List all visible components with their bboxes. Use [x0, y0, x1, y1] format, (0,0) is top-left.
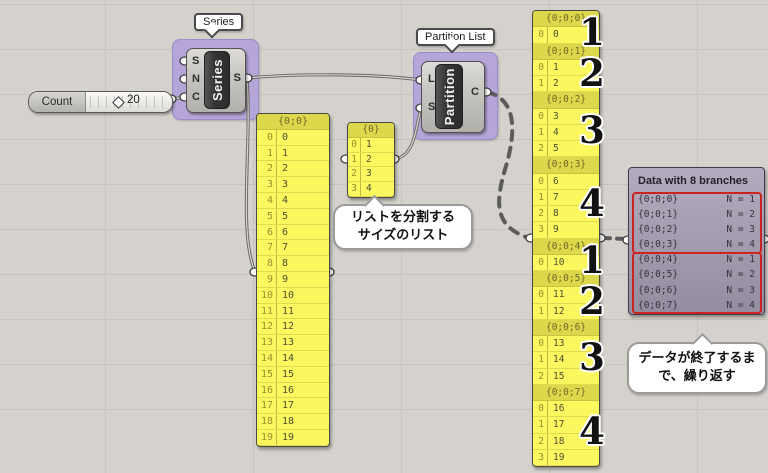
- branch-path-header: {0;0;4}: [533, 238, 599, 255]
- branch-summary-row: {0;0;0}N = 1: [638, 194, 755, 205]
- partition-output-c[interactable]: C: [471, 86, 479, 98]
- callout-partition-sizes[interactable]: リストを分割する サイズのリスト: [333, 194, 473, 250]
- branch-path-header: {0;0;5}: [533, 271, 599, 288]
- slider-ticks: [90, 96, 168, 108]
- series-input-s[interactable]: S: [192, 55, 200, 67]
- branch-summary-row: {0;0;2}N = 3: [638, 224, 755, 236]
- series-component[interactable]: S N C Series S: [186, 48, 246, 113]
- partition-name-plate: Partition: [435, 64, 463, 129]
- series-input-n[interactable]: N: [192, 73, 200, 85]
- red-annotation-box-first-cycle: [632, 192, 762, 254]
- callout-line: データが終了するま: [638, 351, 756, 367]
- series-input-c[interactable]: C: [192, 91, 200, 103]
- branch-path-header: {0;0}: [257, 114, 329, 130]
- wire-series-to-partition[interactable]: [246, 73, 422, 82]
- callout-line: リストを分割する: [350, 210, 455, 226]
- callout-repeat-until-end[interactable]: データが終了するま で、繰り返す: [627, 332, 767, 394]
- partition-input-s[interactable]: S: [428, 101, 436, 113]
- branch-path-header: {0;0;2}: [533, 92, 599, 109]
- branch-path-header: {0;0;6}: [533, 319, 599, 336]
- branch-summary-row: {0;0;3}N = 4: [638, 239, 755, 251]
- wire-panel-to-viewer-dashed[interactable]: [601, 236, 628, 241]
- branch-path-header: {0;0;0}: [533, 11, 599, 28]
- branch-summary-row: {0;0;1}N = 2: [638, 209, 755, 221]
- callout-line: サイズのリスト: [357, 228, 449, 243]
- branch-path-header: {0;0;1}: [533, 43, 599, 60]
- branch-summary-row: {0;0;4}N = 1: [638, 254, 755, 266]
- branch-path-header: {0;0;3}: [533, 157, 599, 174]
- param-viewer-panel[interactable]: Data with 8 branches {0;0;0}N = 1 {0;0;1}…: [628, 167, 765, 315]
- partition-input-l[interactable]: L: [428, 73, 435, 85]
- series-output-s[interactable]: S: [233, 72, 241, 84]
- branch-summary-row: {0;0;6}N = 3: [638, 284, 755, 296]
- partition-component[interactable]: L S Partition C: [421, 61, 485, 133]
- red-annotation-box-second-cycle: [632, 252, 762, 314]
- callout-line: で、繰り返す: [658, 369, 736, 384]
- param-viewer-rows: {0;0;0}N = 1 {0;0;1}N = 2 {0;0;2}N = 3 {0;0…: [629, 192, 764, 313]
- branch-summary-row: {0;0;7}N = 4: [638, 299, 755, 311]
- slider-label: Count: [29, 92, 86, 112]
- branch-path-header: {0}: [348, 123, 394, 138]
- param-viewer-title: Data with 8 branches: [638, 175, 749, 187]
- branch-path-header: {0;0;7}: [533, 384, 599, 401]
- series-name-plate: Series: [204, 51, 230, 109]
- tooltip-series: Series: [194, 13, 244, 39]
- count-slider[interactable]: Count 20: [28, 91, 173, 113]
- slider-track[interactable]: 20: [86, 92, 172, 112]
- branch-summary-row: {0;0;5}N = 2: [638, 269, 755, 281]
- tooltip-partition-list: Partition List: [416, 28, 495, 54]
- slider-value: 20: [127, 94, 140, 106]
